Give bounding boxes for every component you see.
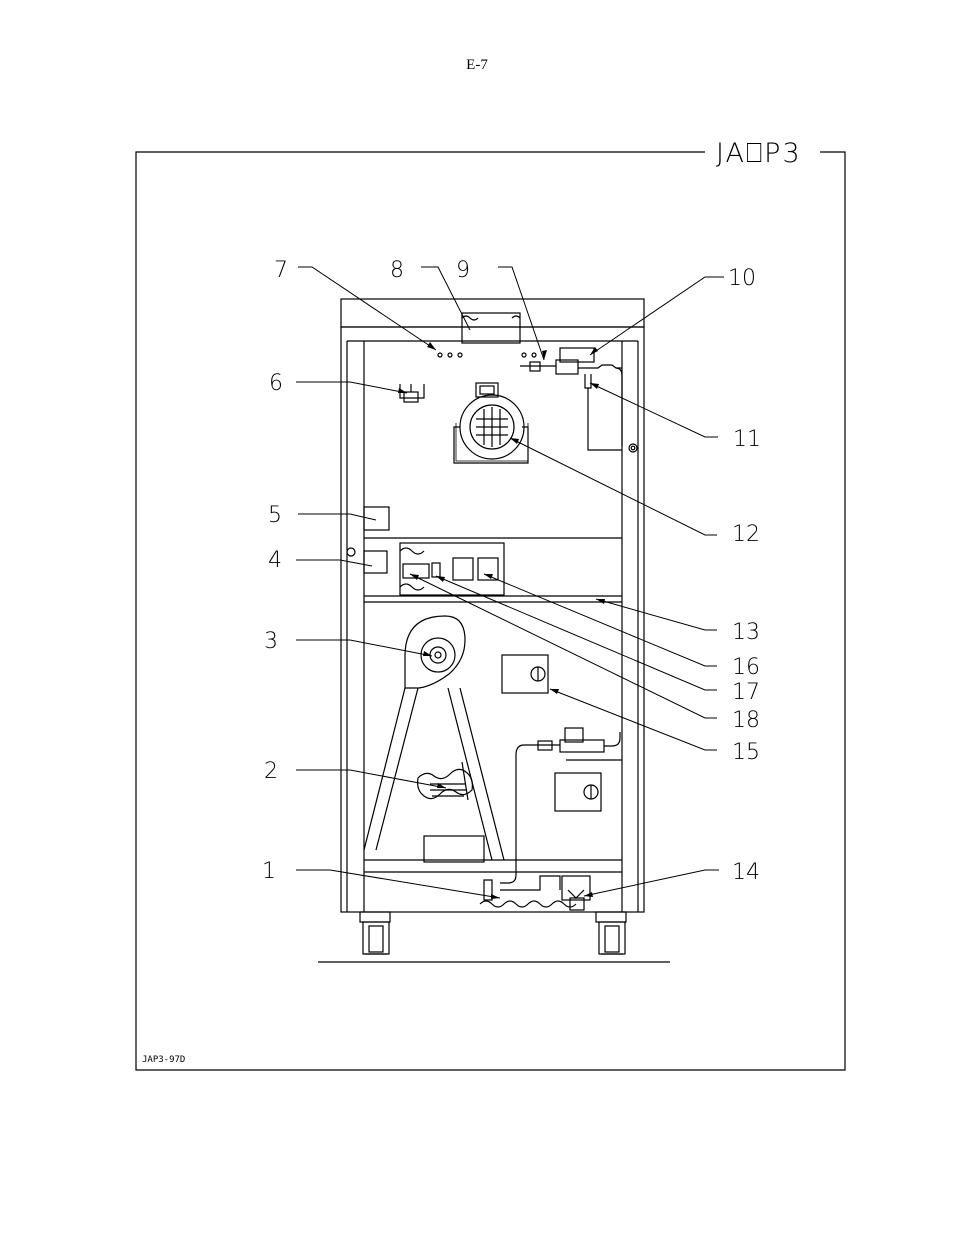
leader-10 [589, 276, 724, 356]
leader-lines [296, 266, 724, 899]
callout-16: 16 [732, 655, 760, 680]
blower [363, 615, 505, 861]
leader-8 [421, 266, 471, 331]
drawing-frame [135, 151, 846, 1071]
leader-9 [498, 266, 545, 361]
leader-17 [435, 575, 717, 691]
callout-12: 12 [732, 522, 760, 547]
frame-title: JA⎕P3 [716, 138, 802, 169]
callout-15: 15 [732, 740, 760, 765]
leader-16 [483, 573, 717, 667]
page-number: E-7 [466, 57, 488, 73]
leader-3 [296, 639, 433, 657]
part-box-4 [363, 550, 388, 574]
caster-right [595, 911, 627, 955]
leader-1 [296, 869, 501, 899]
callout-9: 9 [456, 258, 470, 283]
lower-piping [479, 727, 621, 911]
bottom-box [423, 835, 485, 863]
leader-12 [509, 437, 717, 536]
callout-7: 7 [274, 258, 288, 283]
callout-11: 11 [733, 427, 761, 452]
leader-13 [595, 598, 717, 631]
callout-3: 3 [264, 629, 278, 654]
solenoid-lower [554, 772, 602, 812]
part-box-5 [363, 506, 390, 531]
leader-11 [589, 382, 718, 438]
indicator-lights [437, 352, 537, 358]
callout-6: 6 [269, 371, 283, 396]
callout-labels: 1 2 3 4 5 6 7 8 9 10 11 12 13 14 15 16 1… [262, 258, 761, 885]
leader-6 [296, 381, 408, 394]
callout-10: 10 [728, 266, 756, 291]
callout-8: 8 [390, 258, 404, 283]
heater-coil [417, 761, 473, 801]
caster-left [359, 911, 391, 955]
drawing-code: JAP3-97D [142, 1055, 185, 1065]
solenoid-upper [501, 654, 549, 694]
leader-5 [298, 513, 377, 521]
leader-15 [549, 688, 717, 751]
motor [453, 382, 529, 464]
leader-2 [296, 769, 447, 789]
control-panel [399, 542, 505, 596]
callout-2: 2 [264, 759, 278, 784]
cabinet [340, 298, 645, 913]
leader-18 [409, 573, 717, 719]
callout-17: 17 [732, 680, 760, 705]
leader-7 [298, 266, 437, 351]
arrow-heads [398, 342, 605, 899]
callout-4: 4 [268, 548, 282, 573]
callout-14: 14 [732, 860, 760, 885]
callout-1: 1 [262, 859, 276, 884]
callout-5: 5 [268, 503, 282, 528]
callout-18: 18 [732, 708, 760, 733]
leader-14 [583, 869, 719, 897]
part-top-handle [461, 312, 521, 344]
callout-13: 13 [732, 620, 760, 645]
valve-assembly [520, 347, 623, 451]
leader-4 [296, 559, 373, 567]
